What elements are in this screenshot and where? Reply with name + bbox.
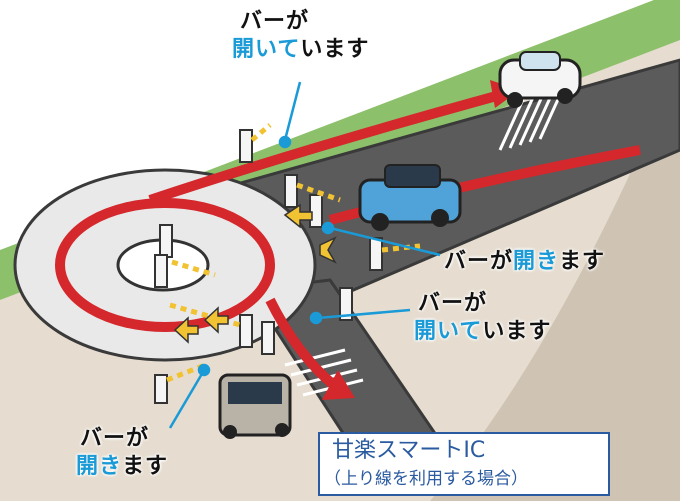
- callout-accent: 開いて: [232, 37, 301, 62]
- gate-bar-icon: [154, 129, 383, 404]
- callout-line1: バーが: [418, 291, 488, 316]
- callout-rest: ます: [559, 249, 606, 274]
- callout-accent: 開いて: [414, 319, 483, 344]
- embankment: [430, 60, 680, 501]
- direction-arrows: [173, 203, 337, 344]
- callout-line1: バーが: [240, 9, 310, 34]
- interchange-label-box: 甘楽スマートIC （上り線を利用する場合）: [318, 432, 610, 496]
- callout-line1: バーが: [80, 426, 150, 451]
- callout-rest: います: [300, 37, 370, 62]
- callout-gate-opens-middle: バーが開きます: [444, 248, 605, 276]
- callout-rest: います: [482, 319, 552, 344]
- callout-gate-opens-bottom: バーが 開きます: [76, 425, 168, 481]
- callout-accent: 開き: [76, 454, 123, 479]
- callout-gate-open-top: バーが 開いています: [232, 8, 369, 64]
- leader-lines: [168, 81, 441, 429]
- blue-suv-icon: [358, 164, 462, 231]
- interchange-direction-note: （上り線を利用する場合）: [324, 469, 528, 489]
- turnaround-arrow-ring: [55, 198, 275, 332]
- callout-accent: 開き: [513, 249, 560, 274]
- interchange-name: 甘楽スマートIC: [332, 438, 486, 463]
- route-arrow-top: [148, 90, 502, 205]
- white-car-icon: [498, 51, 582, 108]
- callout-gate-open-lower: バーが 開いています: [414, 290, 551, 346]
- callout-rest: ます: [122, 454, 169, 479]
- gray-kei-car-icon: [218, 373, 292, 439]
- callout-line1: バーが: [444, 249, 514, 274]
- arrow-head-down: [322, 370, 355, 400]
